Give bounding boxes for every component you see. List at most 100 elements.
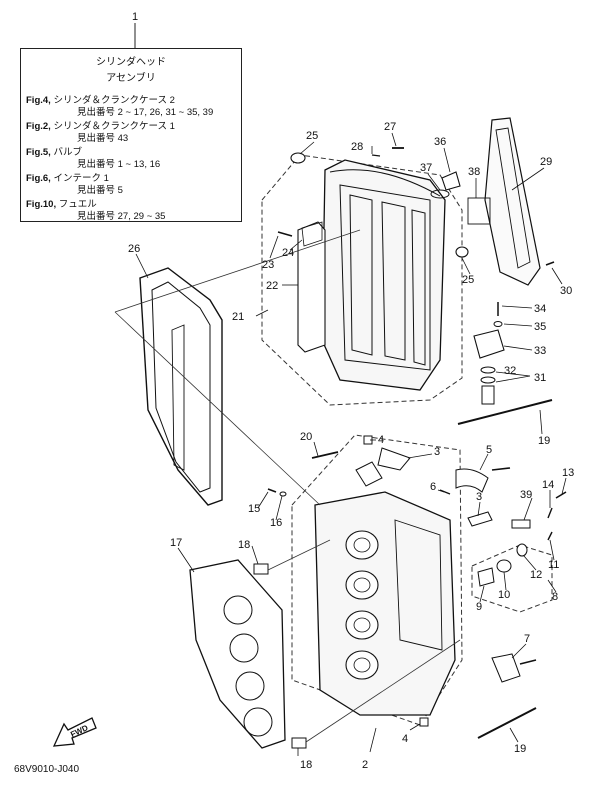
label-18-top: 18 (238, 539, 250, 551)
label-24: 24 (282, 247, 294, 259)
long-bolt-19-top (457, 399, 553, 425)
label-4-top: 4 (378, 434, 384, 446)
label-35: 35 (534, 321, 546, 333)
ref-fig10: Fig.10, フュエル (26, 199, 97, 210)
bolt-15 (267, 488, 277, 493)
label-34: 34 (534, 303, 546, 315)
ref-fig2-detail: 見出番号 43 (77, 133, 129, 144)
cap-25-top (290, 152, 306, 164)
dowel-18-bottom (291, 737, 307, 749)
label-29: 29 (540, 156, 552, 168)
label-39: 39 (520, 489, 532, 501)
label-7: 7 (524, 633, 530, 645)
cap-25-right (455, 246, 469, 258)
ref-fig6: Fig.6, インテーク 1 (26, 173, 109, 184)
bracket-7 (491, 653, 521, 683)
filler-cap (441, 171, 461, 191)
sensor-38 (467, 197, 491, 225)
label-2: 2 (362, 759, 368, 771)
label-27: 27 (384, 121, 396, 133)
dowel-18-top (253, 563, 269, 575)
label-6: 6 (430, 481, 436, 493)
part-3-upper (377, 447, 411, 471)
label-32: 32 (504, 365, 516, 377)
forward-arrow-icon: FWD (52, 717, 97, 747)
gasket-32b (480, 376, 496, 384)
bolt-6 (439, 489, 451, 495)
label-31: 31 (534, 372, 546, 384)
bolt-23 (277, 231, 293, 237)
ref-fig6-detail: 見出番号 5 (77, 185, 123, 196)
washer-35 (493, 321, 503, 327)
box-title-line2: アセンブリ (106, 73, 156, 84)
bracket-29 (484, 117, 541, 286)
plug-4-bottom (419, 717, 429, 727)
ref-fig10-detail: 見出番号 27, 29 ~ 35 (77, 211, 166, 222)
label-16: 16 (270, 517, 282, 529)
cover-plate (297, 221, 326, 353)
label-13: 13 (562, 467, 574, 479)
label-10: 10 (498, 589, 510, 601)
assembly-reference-box: シリンダヘッド アセンブリ Fig.4, シリンダ＆クランクケース 2 見出番号… (20, 48, 242, 222)
header-number: 1 (132, 11, 138, 23)
thermostat-31 (481, 385, 495, 405)
label-25-top: 25 (306, 130, 318, 142)
label-19-bottom: 19 (514, 743, 526, 755)
bolt-20 (311, 451, 339, 459)
label-33: 33 (534, 345, 546, 357)
bolt-11 (547, 531, 553, 541)
cover-33 (473, 329, 505, 359)
label-26: 26 (128, 243, 140, 255)
part-10 (496, 559, 512, 573)
sensor-39 (511, 519, 531, 529)
gasket-32a (480, 366, 496, 374)
part-14 (547, 507, 553, 519)
head-cover-group (261, 117, 555, 406)
label-8: 8 (552, 591, 558, 603)
label-3-lower: 3 (476, 491, 482, 503)
bolt-30 (545, 261, 555, 266)
bolt-13 (555, 491, 567, 499)
label-5: 5 (486, 444, 492, 456)
label-15: 15 (248, 503, 260, 515)
label-12: 12 (530, 569, 542, 581)
drawing-code: 68V9010-J040 (14, 764, 80, 775)
cylinder-head-block (314, 491, 456, 716)
label-38: 38 (468, 166, 480, 178)
label-37: 37 (420, 162, 432, 174)
part-12 (516, 543, 528, 557)
label-20: 20 (300, 431, 312, 443)
label-30: 30 (560, 285, 572, 297)
label-11: 11 (548, 559, 559, 571)
label-25-right: 25 (462, 274, 474, 286)
label-4-bottom: 4 (402, 733, 408, 745)
box-title-line1: シリンダヘッド (96, 57, 166, 68)
label-22: 22 (266, 280, 278, 292)
ref-fig2: Fig.2, シリンダ＆クランクケース 1 (26, 121, 175, 132)
label-3-upper: 3 (434, 446, 440, 458)
long-bolt-19-bottom (477, 707, 537, 739)
gasket-26 (139, 267, 223, 506)
part-9 (477, 567, 495, 587)
fwd-label: FWD (69, 723, 90, 739)
ref-fig4-detail: 見出番号 2 ~ 17, 26, 31 ~ 35, 39 (77, 107, 214, 118)
bracket-5 (455, 468, 489, 493)
label-14: 14 (542, 479, 554, 491)
part-number-labels: 25 28 27 36 37 38 29 24 23 22 21 25 30 3… (128, 121, 574, 771)
ref-fig4: Fig.4, シリンダ＆クランクケース 2 (26, 95, 175, 106)
label-28: 28 (351, 141, 363, 153)
label-18-bottom: 18 (300, 759, 312, 771)
ref-fig5-detail: 見出番号 1 ~ 13, 16 (77, 159, 161, 170)
ref-fig5: Fig.5, バルブ (26, 147, 82, 158)
label-21: 21 (232, 311, 244, 323)
label-23: 23 (262, 259, 274, 271)
label-17: 17 (170, 537, 182, 549)
sensor-group (471, 491, 567, 613)
label-19-top: 19 (538, 435, 550, 447)
label-9: 9 (476, 601, 482, 613)
thermostat-group (473, 302, 505, 405)
cylinder-block-group (253, 434, 537, 749)
label-36: 36 (434, 136, 446, 148)
